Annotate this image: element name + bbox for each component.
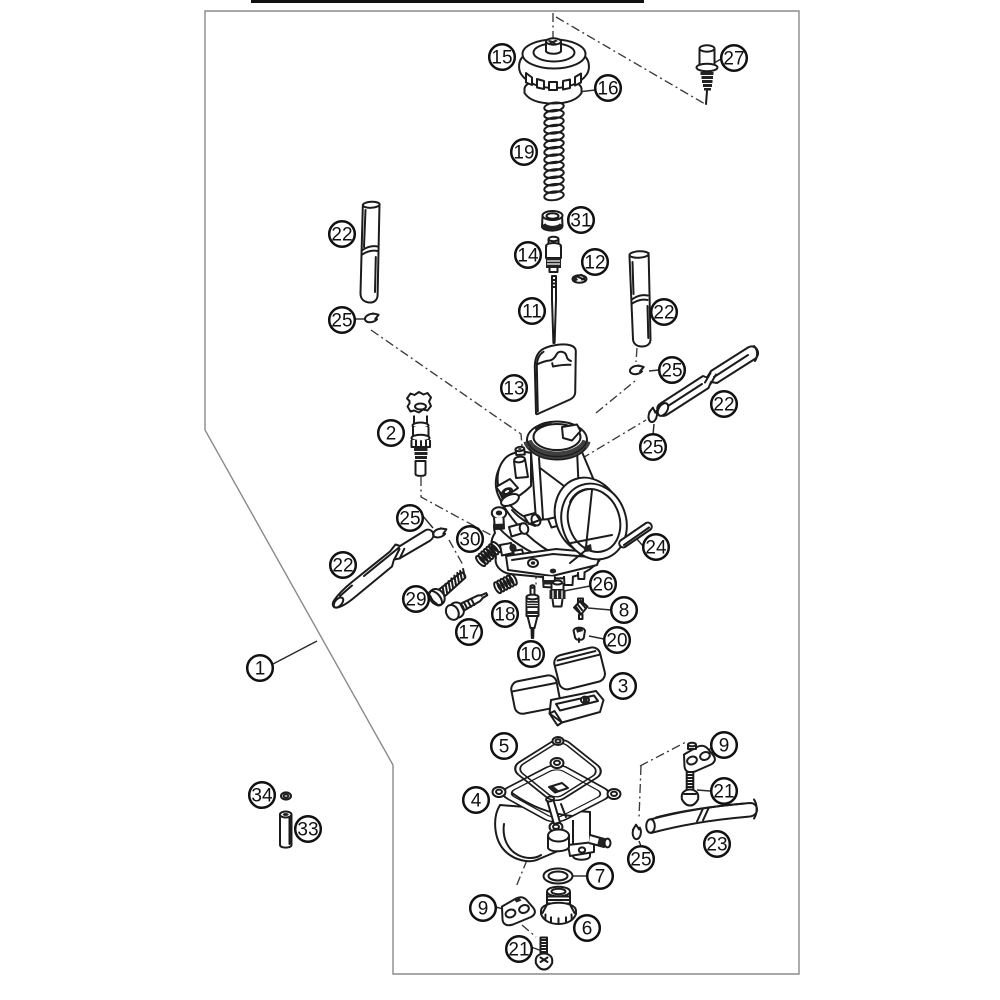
svg-text:20: 20 bbox=[606, 631, 627, 652]
svg-text:31: 31 bbox=[570, 211, 591, 232]
svg-text:22: 22 bbox=[332, 556, 353, 577]
svg-text:29: 29 bbox=[405, 590, 426, 611]
svg-text:22: 22 bbox=[713, 395, 734, 416]
svg-text:24: 24 bbox=[645, 538, 667, 559]
svg-text:19: 19 bbox=[513, 143, 534, 164]
svg-text:11: 11 bbox=[522, 302, 542, 323]
svg-text:25: 25 bbox=[661, 361, 682, 382]
svg-text:21: 21 bbox=[713, 782, 734, 803]
svg-text:15: 15 bbox=[491, 48, 512, 69]
svg-text:17: 17 bbox=[458, 623, 479, 644]
svg-text:5: 5 bbox=[499, 737, 510, 758]
svg-text:25: 25 bbox=[331, 311, 352, 332]
svg-text:9: 9 bbox=[478, 899, 489, 920]
svg-text:3: 3 bbox=[618, 677, 629, 698]
svg-text:2: 2 bbox=[386, 424, 397, 445]
svg-text:6: 6 bbox=[582, 919, 593, 940]
svg-text:25: 25 bbox=[630, 850, 651, 871]
svg-text:10: 10 bbox=[520, 645, 541, 666]
svg-text:9: 9 bbox=[719, 736, 730, 757]
svg-text:22: 22 bbox=[653, 303, 674, 324]
svg-text:34: 34 bbox=[251, 786, 273, 807]
svg-text:25: 25 bbox=[642, 438, 663, 459]
svg-text:8: 8 bbox=[619, 601, 630, 622]
svg-text:22: 22 bbox=[331, 225, 352, 246]
svg-text:33: 33 bbox=[297, 820, 318, 841]
svg-text:26: 26 bbox=[592, 575, 613, 596]
svg-text:13: 13 bbox=[503, 379, 524, 400]
svg-text:4: 4 bbox=[471, 791, 482, 812]
svg-text:21: 21 bbox=[508, 940, 529, 961]
svg-text:16: 16 bbox=[597, 79, 618, 100]
svg-text:30: 30 bbox=[459, 530, 480, 551]
svg-text:25: 25 bbox=[399, 509, 420, 530]
svg-text:7: 7 bbox=[595, 867, 606, 888]
svg-text:23: 23 bbox=[706, 835, 727, 856]
svg-text:1: 1 bbox=[255, 659, 266, 680]
svg-text:12: 12 bbox=[584, 253, 605, 274]
svg-text:14: 14 bbox=[517, 246, 539, 267]
svg-text:27: 27 bbox=[723, 49, 744, 70]
svg-text:18: 18 bbox=[494, 605, 515, 626]
